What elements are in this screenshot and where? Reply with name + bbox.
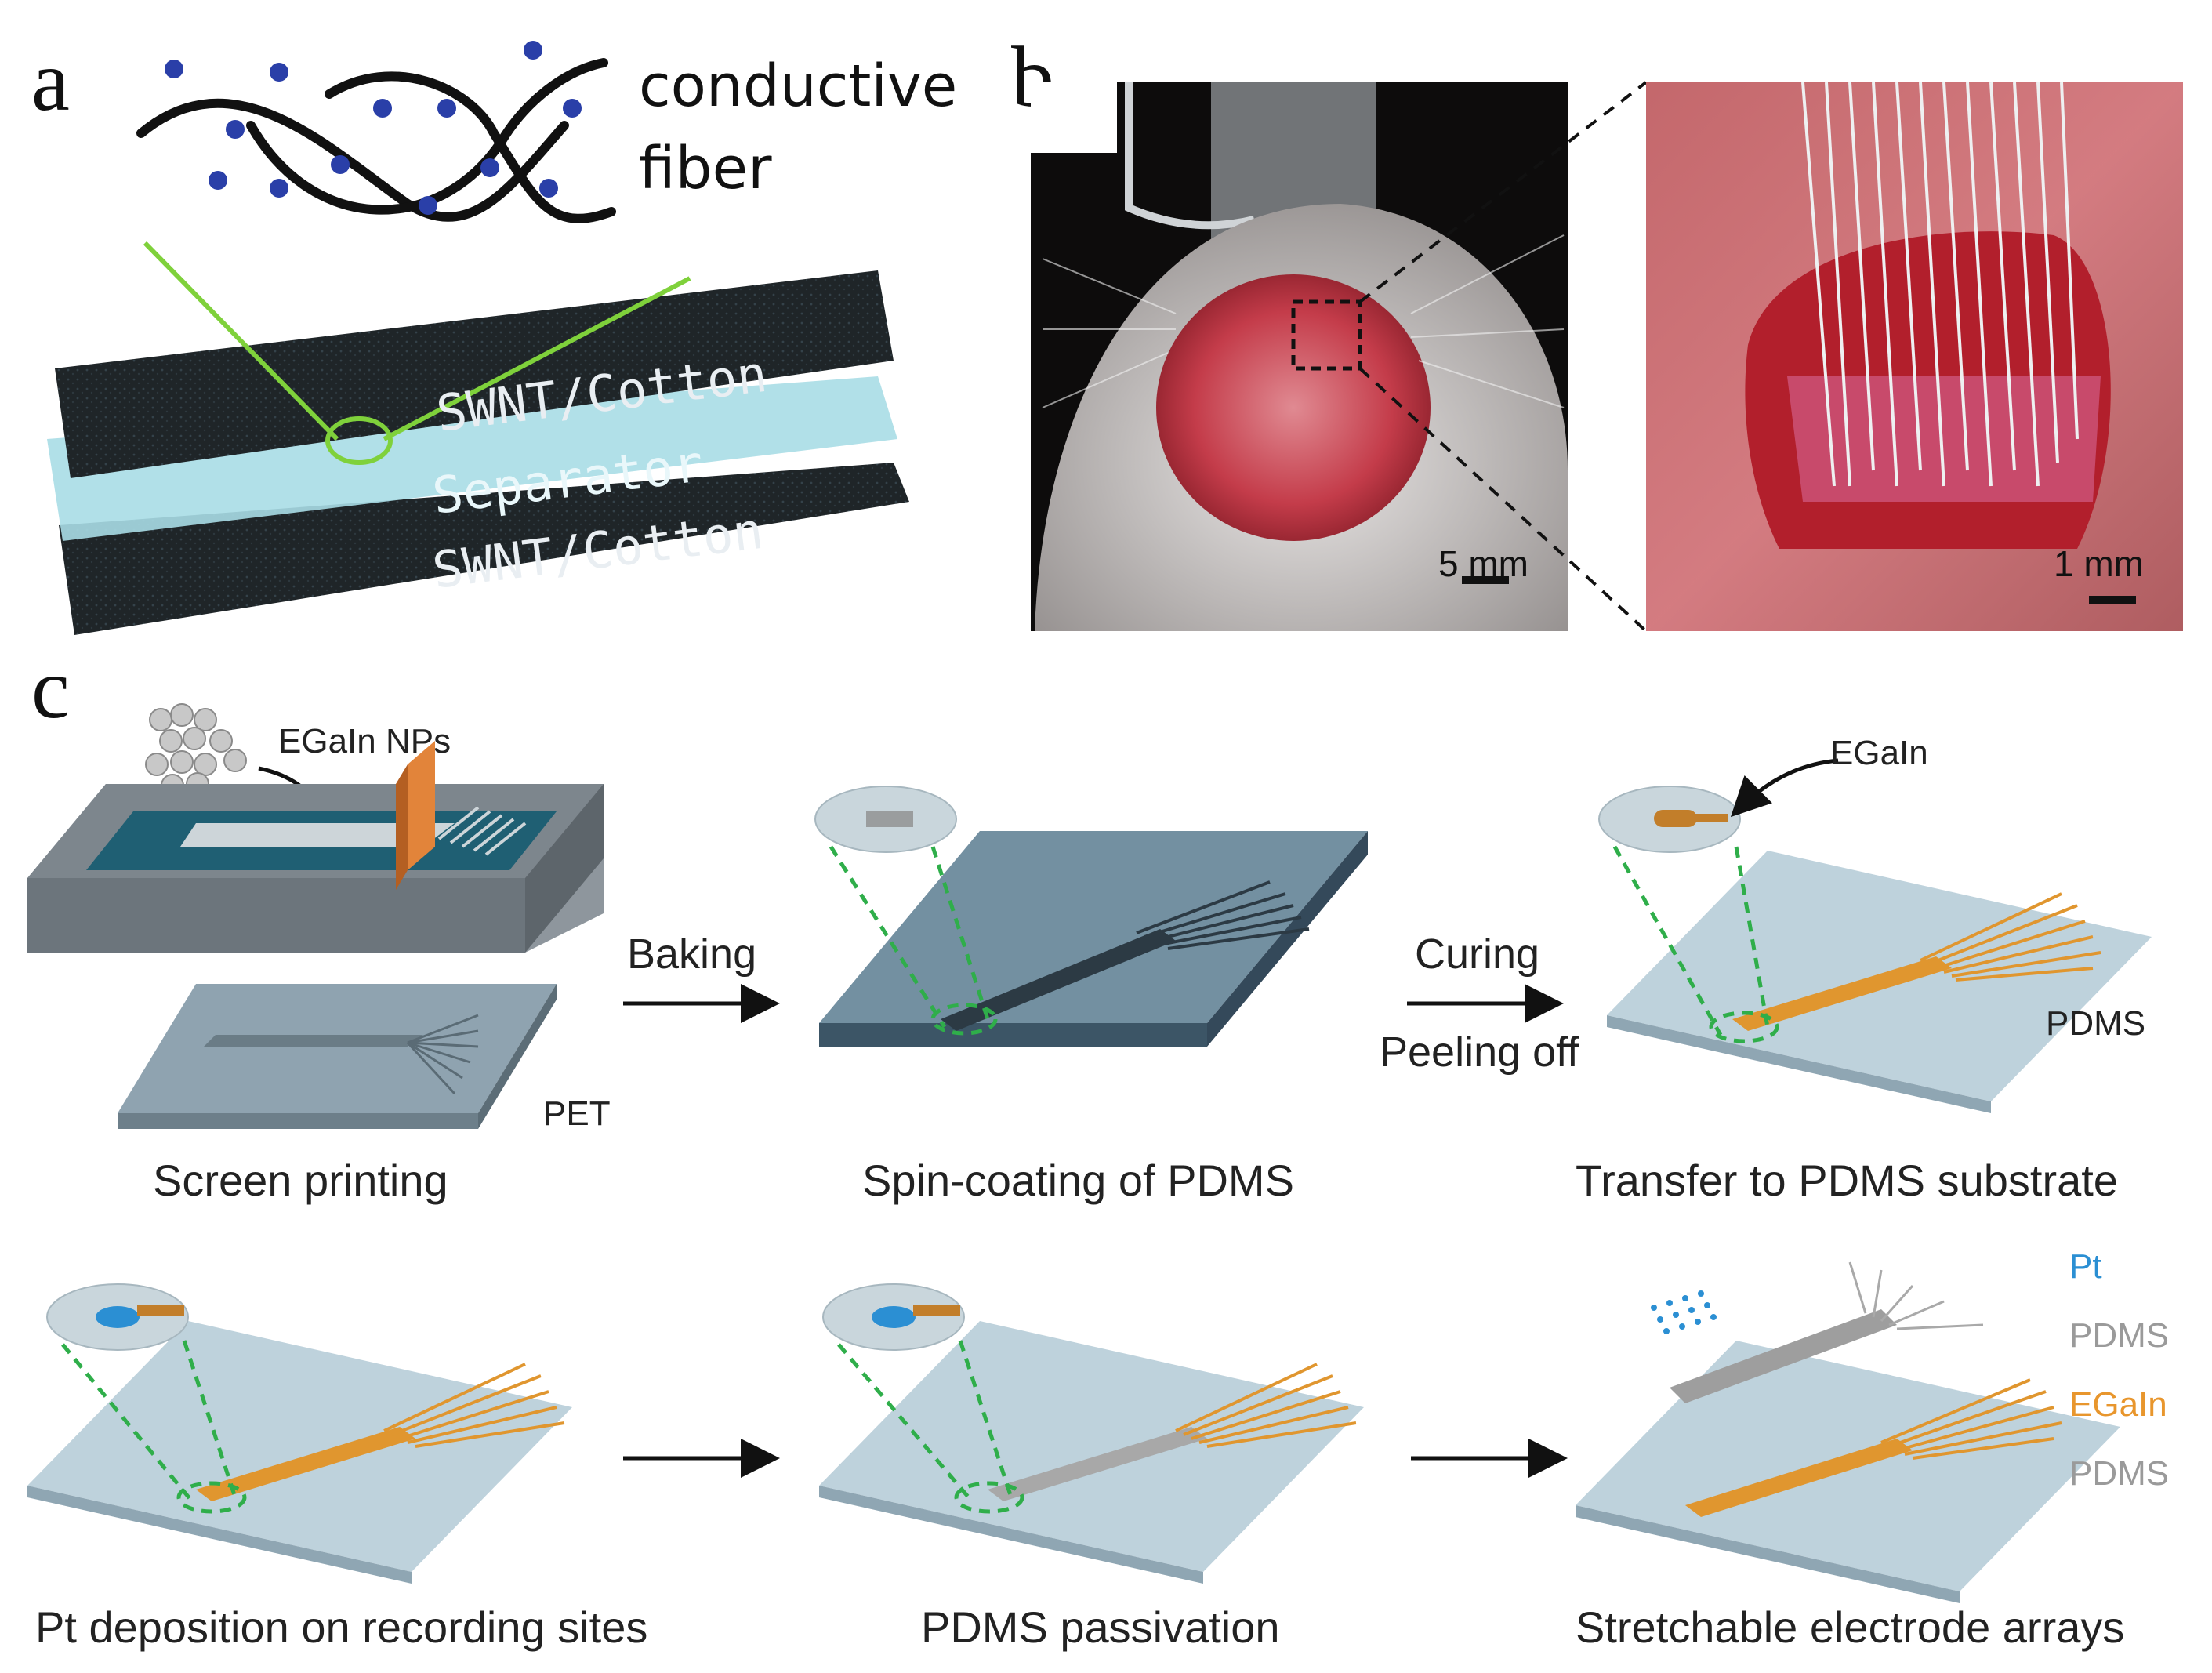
- fiber-illustration: [136, 41, 616, 223]
- fiber-label-line1: conductive: [639, 53, 957, 120]
- baking-label: Baking: [627, 931, 756, 978]
- sheet-separator: [47, 376, 897, 541]
- step6-stretchable-arrays: Stretchable electrode arrays: [1576, 1261, 2124, 1652]
- egain-label: EGaIn: [1830, 734, 1928, 772]
- photo-rat-head: 5 mm: [1031, 82, 1568, 631]
- panel-c-letter: c: [31, 641, 70, 736]
- arrow-baking: Baking: [623, 931, 780, 1023]
- caption-step5: PDMS passivation: [921, 1602, 1280, 1652]
- legend-egain: EGaIn: [2069, 1385, 2167, 1424]
- peeling-label: Peeling off: [1380, 1029, 1579, 1076]
- pt-dot-array: [1651, 1290, 1717, 1334]
- scale-bar-left-label: 5 mm: [1438, 543, 1528, 584]
- sheet-top: [55, 270, 894, 478]
- photo-electrode-closeup: 1 mm: [1646, 82, 2183, 631]
- step3-transfer: EGaIn PDMS Transfer to PDMS substrate: [1576, 734, 2152, 1205]
- pdms-label: PDMS: [2046, 1004, 2145, 1043]
- panel-a: a conductive fiber: [31, 33, 957, 635]
- step4-pt-deposition: Pt deposition on recording sites: [27, 1283, 647, 1652]
- nanotube-dots: [165, 41, 582, 215]
- caption-step1: Screen printing: [153, 1156, 448, 1205]
- caption-step3: Transfer to PDMS substrate: [1576, 1156, 2118, 1205]
- step2-spin-coating: Spin-coating of PDMS: [814, 786, 1368, 1205]
- caption-step2: Spin-coating of PDMS: [862, 1156, 1294, 1205]
- zoom-line-top: [1358, 81, 1648, 303]
- step1-screen-printing: EGaIn NPs PET Screen printing: [27, 703, 611, 1205]
- panel-c: c EGaIn NPs PET: [27, 641, 2169, 1652]
- caption-step6: Stretchable electrode arrays: [1576, 1602, 2124, 1652]
- egain-nanoparticles: [145, 703, 247, 797]
- electrode-traces: [1801, 82, 2079, 487]
- pet-label: PET: [543, 1094, 611, 1133]
- caption-step4: Pt deposition on recording sites: [35, 1602, 647, 1652]
- panel-b: b 5 mm: [1011, 29, 2183, 633]
- legend-pdms-top: PDMS: [2069, 1316, 2169, 1355]
- layer-legend: Pt PDMS EGaIn PDMS: [2069, 1247, 2169, 1493]
- step5-passivation: PDMS passivation: [819, 1283, 1364, 1652]
- fiber-label-line2: fiber: [639, 135, 772, 202]
- legend-pdms-bottom: PDMS: [2069, 1454, 2169, 1493]
- legend-pt: Pt: [2069, 1247, 2102, 1286]
- curing-label: Curing: [1415, 931, 1539, 978]
- fiber-callout: [143, 241, 691, 465]
- panel-a-letter: a: [31, 33, 70, 129]
- scale-bar-right-label: 1 mm: [2054, 543, 2144, 584]
- arrow-curing: Curing Peeling off: [1380, 931, 1579, 1076]
- sheet-bottom: [59, 463, 909, 635]
